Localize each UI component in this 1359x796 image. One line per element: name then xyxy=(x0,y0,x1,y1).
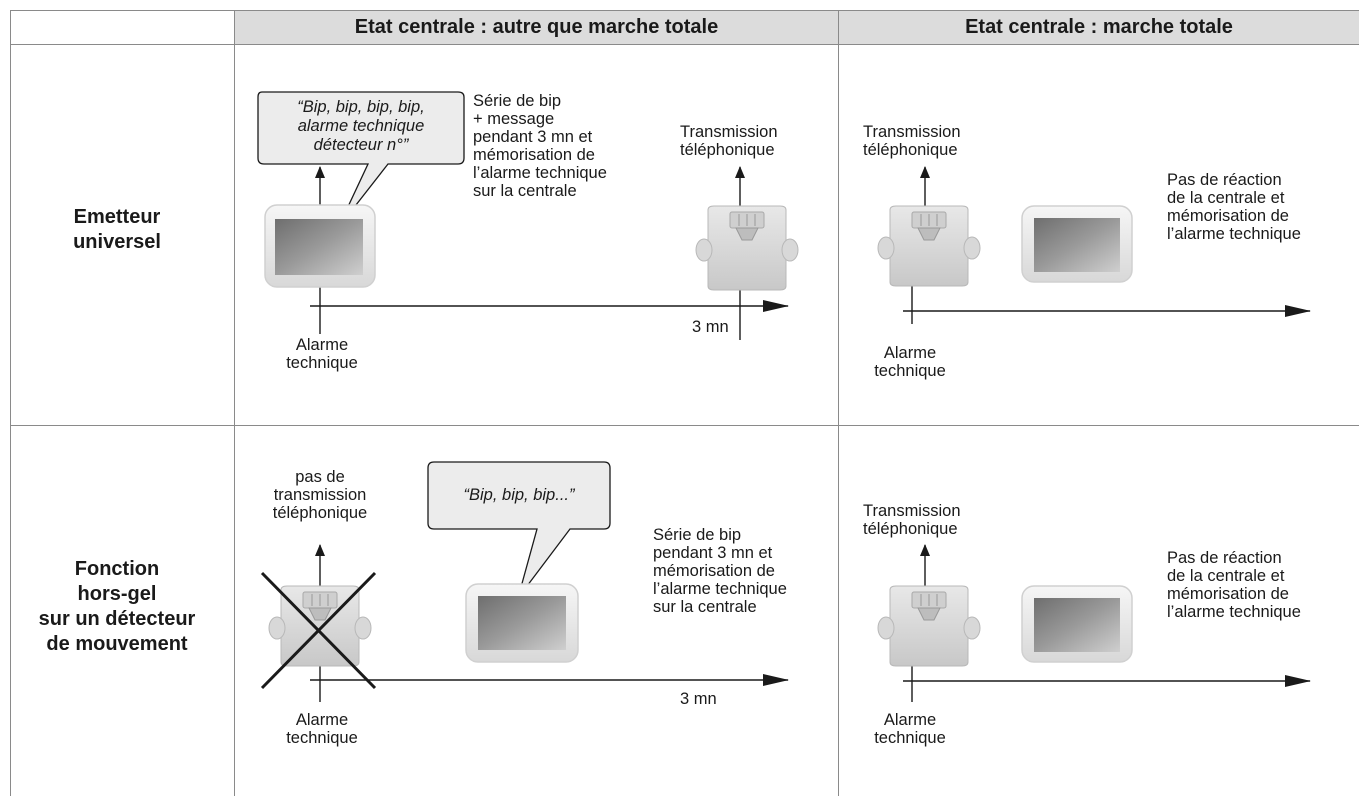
time-label: 3 mn xyxy=(692,318,729,336)
text-line: Alarme xyxy=(883,344,937,362)
start-label: Alarme technique xyxy=(262,336,382,372)
header-cell-bg xyxy=(235,10,838,44)
text-line: pas de xyxy=(295,468,345,486)
bubble-line: alarme technique xyxy=(297,117,425,135)
text-line: téléphonique xyxy=(863,520,958,538)
emitter-device-icon xyxy=(264,204,376,288)
emitter-device-icon xyxy=(465,583,579,663)
row-label-line: Emetteur xyxy=(73,206,161,228)
text-line: Alarme xyxy=(883,711,937,729)
text-line: transmission xyxy=(273,486,367,504)
transmission-label: Transmission téléphonique xyxy=(863,123,961,159)
header-cell-bg xyxy=(839,10,1359,44)
timeline-row1-col1 xyxy=(310,166,789,340)
bubble-text: “Bip, bip, bip...” xyxy=(428,486,610,505)
text-line: de la centrale et xyxy=(1167,189,1285,207)
telephone-transmitter-icon xyxy=(268,585,372,667)
text-line: téléphonique xyxy=(863,141,958,159)
text-line: Alarme xyxy=(295,336,349,354)
cross-icon xyxy=(260,571,377,690)
text-line: l’alarme technique xyxy=(473,164,607,182)
timeline-row2-col2 xyxy=(903,544,1311,702)
header-col2: Etat centrale : marche totale xyxy=(965,16,1233,38)
reaction-text: Pas de réaction de la centrale et mémori… xyxy=(1167,171,1301,243)
transmission-label: Transmission téléphonique xyxy=(863,502,961,538)
description-text: Série de bip + message pendant 3 mn et m… xyxy=(473,92,607,200)
text-line: technique xyxy=(874,362,946,380)
transmission-label: Transmission téléphonique xyxy=(680,123,778,159)
bubble-line: détecteur n°” xyxy=(313,136,409,154)
row-label-line: Fonction xyxy=(74,558,160,580)
text-line: Série de bip xyxy=(473,92,562,110)
telephone-transmitter-icon xyxy=(877,585,981,667)
header-col1: Etat centrale : autre que marche totale xyxy=(354,16,719,38)
text-line: pendant 3 mn et xyxy=(653,544,773,562)
text-line: l’alarme technique xyxy=(1167,225,1301,243)
text-line: Transmission xyxy=(863,502,961,520)
text-line: mémorisation de xyxy=(653,562,775,580)
row-label-line: hors-gel xyxy=(77,583,157,605)
reaction-text: Pas de réaction de la centrale et mémori… xyxy=(1167,549,1301,621)
text-line: Pas de réaction xyxy=(1167,171,1282,189)
text-line: Transmission xyxy=(863,123,961,141)
text-line: technique xyxy=(286,729,358,747)
bubble-text: “Bip, bip, bip, bip, alarme technique dé… xyxy=(258,98,464,155)
text-line: mémorisation de xyxy=(1167,585,1289,603)
text-line: sur la centrale xyxy=(473,182,577,200)
start-label: Alarme technique xyxy=(860,344,960,380)
text-line: mémorisation de xyxy=(473,146,595,164)
emitter-device-icon xyxy=(1021,585,1133,663)
table-grid xyxy=(10,10,1359,796)
row-label-line: sur un détecteur xyxy=(38,608,196,630)
bubble-line: “Bip, bip, bip, bip, xyxy=(297,98,425,116)
text-line: Transmission xyxy=(680,123,778,141)
text-line: sur la centrale xyxy=(653,598,757,616)
text-line: Série de bip xyxy=(653,526,742,544)
start-label: Alarme technique xyxy=(262,711,382,747)
row-label-hors-gel: Fonction hors-gel sur un détecteur de mo… xyxy=(0,557,234,657)
text-line: Alarme xyxy=(295,711,349,729)
text-line: pendant 3 mn et xyxy=(473,128,593,146)
telephone-transmitter-icon xyxy=(695,205,799,291)
text-line: téléphonique xyxy=(680,141,775,159)
row-label-line: de mouvement xyxy=(46,633,188,655)
text-line: mémorisation de xyxy=(1167,207,1289,225)
row-label-emitter: Emetteur universel xyxy=(0,205,234,255)
text-line: technique xyxy=(286,354,358,372)
start-label: Alarme technique xyxy=(860,711,960,747)
time-label: 3 mn xyxy=(680,690,717,708)
speech-bubble-icon xyxy=(427,461,611,599)
text-line: l’alarme technique xyxy=(1167,603,1301,621)
text-line: + message xyxy=(473,110,555,128)
speech-bubble-icon xyxy=(257,91,465,229)
text-line: téléphonique xyxy=(272,504,368,522)
row-label-line: universel xyxy=(73,231,161,253)
description-text: Série de bip pendant 3 mn et mémorisatio… xyxy=(653,526,787,616)
telephone-transmitter-icon xyxy=(877,205,981,287)
text-line: technique xyxy=(874,729,946,747)
emitter-device-icon xyxy=(1021,205,1133,283)
no-transmission-label: pas de transmission téléphonique xyxy=(250,468,390,522)
text-line: l’alarme technique xyxy=(653,580,787,598)
text-line: Pas de réaction xyxy=(1167,549,1282,567)
timeline-row2-col1 xyxy=(310,544,789,702)
text-line: de la centrale et xyxy=(1167,567,1285,585)
bubble-line: “Bip, bip, bip...” xyxy=(463,486,575,504)
